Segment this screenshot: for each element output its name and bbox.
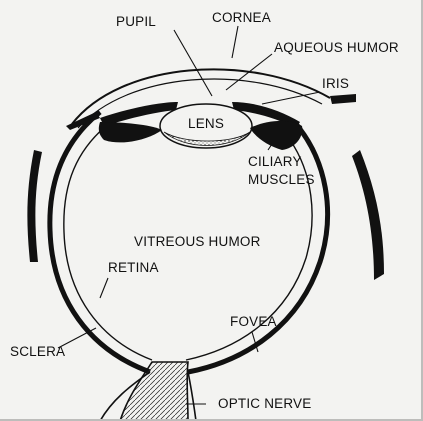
label-aqueous-humor: AQUEOUS HUMOR: [274, 40, 399, 55]
eyelid-right: [330, 94, 356, 104]
optic-nerve-sheath-right: [188, 372, 196, 421]
label-pupil: PUPIL: [116, 14, 156, 29]
label-ciliary-line2: MUSCLES: [248, 172, 315, 187]
label-cornea: CORNEA: [212, 10, 271, 25]
muscle-right: [352, 150, 384, 280]
muscle-left: [27, 150, 42, 262]
optic-nerve: [120, 362, 188, 421]
label-ciliary-line1: CILIARY: [248, 154, 302, 169]
label-fovea: FOVEA: [230, 314, 277, 329]
label-optic-nerve: OPTIC NERVE: [218, 396, 311, 411]
leader-iris: [262, 92, 320, 104]
label-sclera: SCLERA: [10, 344, 65, 359]
leader-retina: [100, 278, 108, 298]
label-retina: RETINA: [108, 260, 159, 275]
leader-cornea: [232, 26, 238, 58]
label-vitreous-humor: VITREOUS HUMOR: [134, 234, 261, 249]
label-iris: IRIS: [322, 76, 349, 91]
label-lens: LENS: [188, 116, 224, 131]
leader-pupil: [174, 30, 212, 96]
ciliary-left: [99, 122, 162, 142]
